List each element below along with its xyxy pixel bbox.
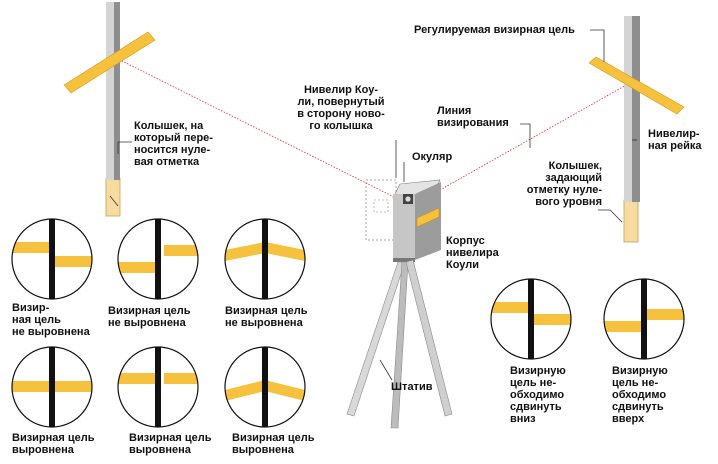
- left-stake-assembly: [63, 2, 156, 217]
- label-tripod: Штатив: [391, 381, 433, 393]
- level-base: [393, 258, 415, 262]
- view-circle-7: [490, 278, 572, 360]
- label-stake-zero: Колышек, задающий отметку нуле- вого уро…: [526, 160, 602, 208]
- label-line-of-sight: Линия визирования: [437, 105, 509, 129]
- caption-move-up: Визирную цель не- обходимо сдвинуть ввер…: [612, 365, 668, 425]
- label-eyepiece: Окуляр: [412, 151, 453, 163]
- caption-move-down: Визирную цель не- обходимо сдвинуть вниз: [510, 365, 566, 425]
- view-circle-1: [11, 218, 93, 300]
- view-circle-5: [117, 346, 199, 428]
- left-stake: [105, 177, 121, 217]
- right-stake: [623, 199, 639, 243]
- caption-view-5: Визирная цель выровнена: [129, 432, 212, 456]
- right-rod-assembly: [588, 16, 685, 243]
- caption-view-2: Визирная цель не выровнена: [108, 305, 191, 329]
- caption-view-1: Визир- ная цель не выровнена: [12, 302, 90, 338]
- tripod-leg-right: [405, 259, 453, 417]
- right-target-bar: [588, 56, 685, 115]
- right-rod-shade: [632, 16, 640, 202]
- caption-view-6: Визирная цель выровнена: [232, 432, 315, 456]
- view-circle-3: [224, 218, 306, 300]
- level-window: [416, 207, 440, 228]
- level-body: [393, 194, 415, 260]
- sight-line-left: [119, 59, 395, 198]
- left-target-bar: [63, 31, 156, 94]
- label-adjustable-target: Регулируемая визирная цель: [414, 24, 575, 36]
- view-circle-2: [117, 218, 199, 300]
- left-rod-shade: [114, 2, 120, 180]
- cowley-level: [365, 179, 441, 262]
- level-ghost-window: [373, 199, 389, 213]
- label-leveling-rod: Нивелир- ная рейка: [648, 128, 702, 152]
- view-circle-6: [224, 346, 306, 428]
- label-stake-transfer: Колышек, на который пере- носится нуле- …: [134, 120, 213, 168]
- eyepiece-lens: [405, 196, 411, 202]
- level-ghost: [365, 179, 397, 241]
- sight-line-right: [423, 83, 629, 200]
- label-level-body: Корпус нивелира Коули: [446, 235, 499, 271]
- caption-view-4: Визирная цель выровнена: [12, 432, 95, 456]
- caption-view-3: Визирная цель не выровнена: [225, 305, 308, 329]
- view-circle-4: [11, 346, 93, 428]
- label-level-turned: Нивелир Коу- ли, повернутый в сторону но…: [297, 84, 385, 132]
- view-circle-8: [603, 278, 685, 360]
- tripod: [346, 259, 453, 429]
